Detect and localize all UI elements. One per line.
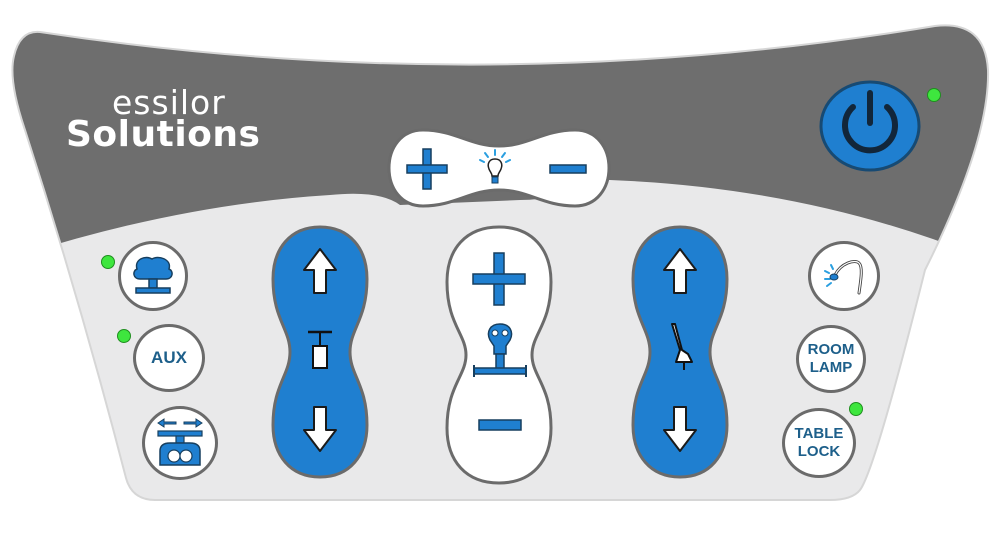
table-lock-button[interactable]: TABLE LOCK: [782, 408, 856, 478]
power-icon: [842, 90, 898, 154]
plus-icon: [472, 252, 526, 306]
room-lamp-label-line-1: ROOM: [807, 341, 855, 358]
light-plus-button[interactable]: [404, 146, 450, 192]
instrument-arm-down-button[interactable]: [300, 404, 340, 454]
arrow-down-icon: [303, 406, 337, 452]
plus-icon: [406, 148, 448, 190]
power-led: [927, 88, 941, 102]
headrest-led: [101, 255, 115, 269]
power-button[interactable]: [818, 79, 922, 173]
table-lock-label: TABLE LOCK: [795, 425, 844, 461]
backrest-icon: [671, 323, 693, 370]
table-lock-label-line-2: LOCK: [797, 443, 841, 460]
minus-icon: [549, 164, 587, 174]
aux-led: [117, 329, 131, 343]
bulb-icon: [479, 149, 511, 184]
table-slide-icon: [157, 418, 203, 466]
chair-down-button[interactable]: [476, 414, 524, 436]
brand-line-2: Solutions: [66, 114, 261, 155]
room-lamp-label: ROOM LAMP: [808, 341, 855, 377]
table-lock-label-line-1: TABLE: [794, 425, 844, 442]
minus-icon: [478, 419, 522, 431]
backrest-up-button[interactable]: [660, 246, 700, 296]
arrow-up-icon: [663, 248, 697, 294]
brand-logo: essilor Solutions: [66, 86, 260, 153]
aux-button[interactable]: AUX: [133, 324, 205, 392]
brand-line-1: essilor: [112, 83, 226, 122]
light-minus-button[interactable]: [546, 158, 590, 180]
room-lamp-label-line-2: LAMP: [809, 359, 853, 376]
table-lock-led: [849, 402, 863, 416]
table-slide-button[interactable]: [142, 406, 218, 480]
headrest-button[interactable]: [118, 241, 188, 311]
exam-lamp-icon: [824, 260, 863, 295]
chair-up-button[interactable]: [470, 250, 528, 308]
exam-lamp-button[interactable]: [808, 241, 880, 311]
chair-icon: [473, 323, 527, 377]
instrument-arm-icon: [308, 330, 332, 369]
aux-label: AUX: [151, 348, 187, 367]
arrow-down-icon: [663, 406, 697, 452]
backrest-down-button[interactable]: [660, 404, 700, 454]
instrument-arm-up-button[interactable]: [300, 246, 340, 296]
arrow-up-icon: [303, 248, 337, 294]
room-lamp-button[interactable]: ROOM LAMP: [796, 325, 866, 393]
headrest-icon: [133, 256, 173, 294]
